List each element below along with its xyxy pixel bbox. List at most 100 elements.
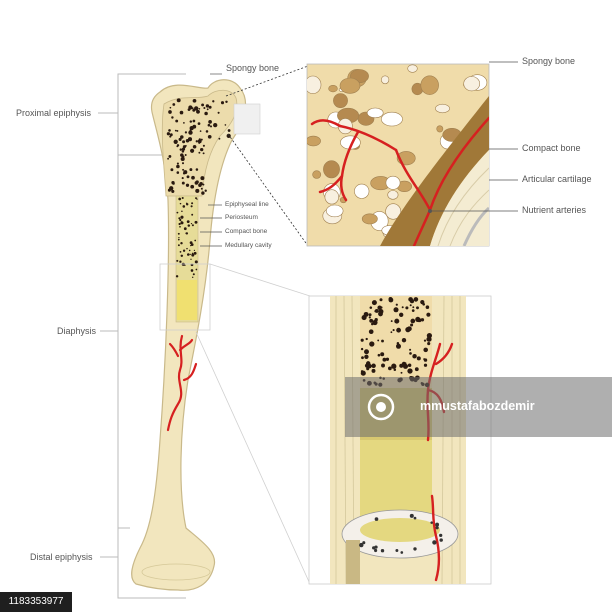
texture-dot bbox=[186, 220, 190, 224]
texture-dot bbox=[435, 522, 440, 527]
texture-dot bbox=[181, 147, 186, 151]
texture-dot bbox=[190, 269, 194, 272]
texture-dot bbox=[400, 371, 403, 374]
texture-dot bbox=[196, 198, 198, 200]
texture-dot bbox=[400, 551, 404, 554]
texture-dot bbox=[189, 125, 194, 131]
texture-dot bbox=[385, 357, 390, 361]
texture-dot bbox=[407, 363, 412, 368]
texture-dot bbox=[173, 139, 178, 144]
texture-dot bbox=[432, 540, 437, 545]
texture-dot bbox=[187, 253, 190, 256]
texture-dot bbox=[391, 363, 397, 369]
texture-dot bbox=[372, 365, 375, 368]
texture-dot bbox=[167, 157, 170, 160]
texture-dot bbox=[172, 103, 176, 106]
texture-dot bbox=[209, 125, 213, 128]
texture-dot bbox=[203, 106, 206, 110]
spongy-pore bbox=[326, 204, 344, 218]
texture-dot bbox=[202, 152, 205, 155]
texture-dot bbox=[218, 137, 221, 140]
texture-dot bbox=[194, 239, 197, 242]
texture-dot bbox=[202, 144, 205, 147]
region-brackets bbox=[98, 73, 186, 599]
texture-dot bbox=[176, 259, 179, 262]
texture-dot bbox=[194, 260, 198, 264]
texture-dot bbox=[169, 106, 172, 109]
texture-dot bbox=[364, 363, 370, 368]
texture-dot bbox=[195, 188, 200, 193]
texture-dot bbox=[409, 348, 412, 351]
texture-dot bbox=[192, 108, 196, 112]
stock-id-badge: 1183353977 bbox=[0, 592, 72, 612]
label-proximal-epiphysis: Proximal epiphysis bbox=[16, 108, 92, 118]
texture-dot bbox=[401, 361, 406, 366]
texture-dot bbox=[191, 276, 194, 279]
texture-dot bbox=[181, 196, 184, 200]
texture-dot bbox=[175, 275, 179, 278]
spongy-pore bbox=[435, 103, 450, 114]
texture-dot bbox=[202, 183, 205, 186]
texture-dot bbox=[191, 253, 195, 257]
texture-dot bbox=[191, 213, 194, 216]
texture-dot bbox=[183, 122, 185, 124]
texture-dot bbox=[415, 316, 421, 322]
texture-dot bbox=[395, 303, 398, 306]
texture-dot bbox=[409, 304, 412, 307]
texture-dot bbox=[190, 244, 192, 247]
spongy-pore bbox=[387, 190, 399, 200]
texture-dot bbox=[194, 220, 198, 224]
texture-dot bbox=[226, 133, 231, 139]
texture-dot bbox=[190, 258, 192, 260]
texture-dot bbox=[175, 119, 179, 123]
texture-dot bbox=[430, 521, 433, 524]
texture-dot bbox=[368, 316, 371, 319]
texture-dot bbox=[359, 542, 364, 548]
texture-dot bbox=[401, 306, 404, 309]
texture-dot bbox=[176, 144, 180, 147]
spongy-dots-head bbox=[166, 98, 231, 195]
texture-dot bbox=[171, 116, 174, 119]
texture-dot bbox=[178, 217, 181, 220]
texture-dot bbox=[364, 349, 369, 355]
texture-dot bbox=[182, 140, 186, 144]
texture-dot bbox=[411, 309, 415, 312]
label-compact-bone-right: Compact bone bbox=[522, 143, 581, 153]
texture-dot bbox=[195, 140, 198, 143]
texture-dot bbox=[395, 308, 399, 311]
texture-dot bbox=[360, 338, 364, 342]
texture-dot bbox=[176, 162, 179, 165]
texture-dot bbox=[374, 517, 379, 521]
texture-dot bbox=[364, 354, 369, 359]
texture-dot bbox=[224, 124, 227, 126]
texture-dot bbox=[377, 339, 380, 342]
texture-dot bbox=[368, 313, 372, 317]
texture-dot bbox=[439, 533, 443, 538]
texture-dot bbox=[423, 347, 428, 353]
texture-dot bbox=[435, 526, 439, 530]
texture-dot bbox=[405, 306, 409, 310]
texture-dot bbox=[185, 138, 190, 143]
label-periosteum: Periosteum bbox=[225, 214, 258, 221]
texture-dot bbox=[416, 356, 421, 361]
texture-dot bbox=[182, 168, 185, 171]
texture-dot bbox=[213, 122, 218, 128]
texture-dot bbox=[199, 181, 203, 186]
texture-dot bbox=[407, 368, 413, 374]
texture-dot bbox=[180, 153, 184, 157]
texture-dot bbox=[186, 247, 188, 250]
texture-dot bbox=[362, 541, 366, 545]
texture-dot bbox=[380, 352, 385, 357]
texture-dot bbox=[180, 241, 183, 245]
texture-dot bbox=[174, 129, 177, 132]
texture-dot bbox=[439, 538, 443, 542]
texture-dot bbox=[196, 180, 199, 183]
texture-dot bbox=[423, 363, 428, 367]
texture-dot bbox=[182, 249, 186, 252]
spongy-pore bbox=[381, 75, 390, 85]
texture-dot bbox=[170, 168, 174, 172]
texture-dot bbox=[423, 339, 427, 342]
texture-dot bbox=[190, 148, 195, 153]
texture-dot bbox=[204, 189, 207, 192]
texture-dot bbox=[179, 260, 182, 263]
